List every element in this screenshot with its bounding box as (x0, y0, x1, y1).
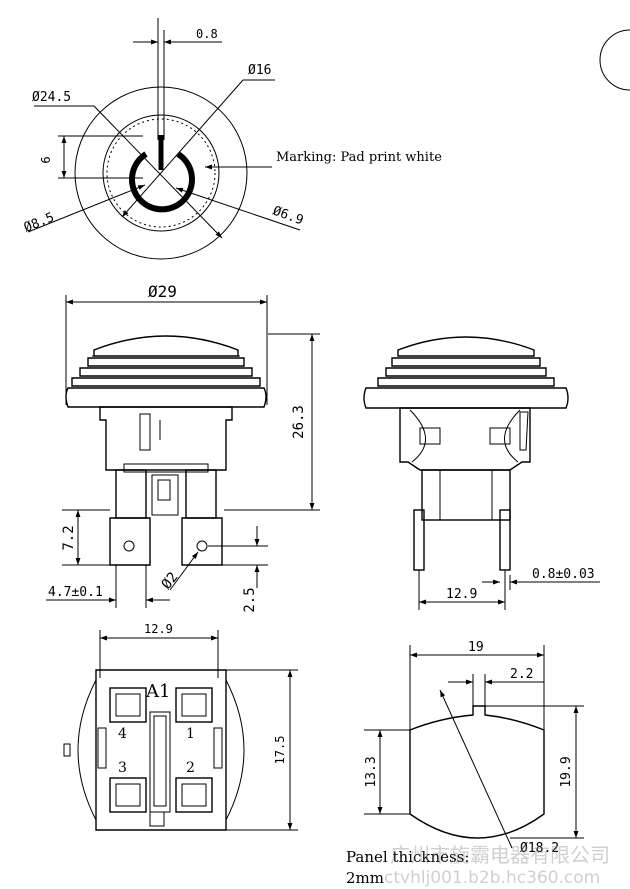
terminal-pad-4 (109, 687, 147, 723)
bezel-flange (65, 387, 267, 408)
dim-7-2: 7.2 (61, 525, 77, 550)
panel-thickness-value: 2mm (346, 869, 384, 887)
dim-phi-24-5: Ø24.5 (32, 90, 71, 105)
terminal-right-housing (185, 469, 217, 519)
dim-2-5: 2.5 (242, 587, 258, 612)
dim-phi-16: Ø16 (248, 63, 271, 78)
front-view: Ø29 26.3 7.2 4.7±0 (46, 282, 320, 613)
bottom-dim-17-5: 17.5 (273, 736, 287, 765)
side-dim-12-9: 12.9 (446, 587, 477, 602)
terminal-label-2: 2 (186, 760, 195, 776)
dim-phi-2: Ø2 (159, 569, 182, 592)
top-view: 0.8 Ø16 Ø24.5 6 Marking: Pad print white… (22, 18, 630, 260)
dim-6: 6 (39, 156, 53, 163)
panel-thickness-note: Panel thickness: (346, 848, 469, 866)
dim-26-3: 26.3 (291, 405, 307, 439)
cutout-dim-phi-18-2: Ø18.2 (520, 841, 559, 856)
watermark: 广州市旋霸电器有限公司 ctvhlj001.b2b.hc360.com (384, 843, 610, 888)
label-a1: A1 (145, 681, 170, 702)
cutout-dim-2-2: 2.2 (510, 667, 533, 682)
inner-hidden-circle (106, 118, 216, 228)
terminal-label-1: 1 (186, 726, 195, 742)
dim-phi-6-9: Ø6.9 (271, 204, 306, 229)
side-view: 12.9 0.8±0.03 (363, 336, 600, 610)
dim-0-8: 0.8 (196, 27, 218, 41)
terminal-pad-3 (109, 777, 147, 813)
inner-circle (102, 114, 220, 232)
dim-phi-29: Ø29 (148, 282, 177, 301)
side-terminal-right (499, 509, 511, 571)
terminal-label-4: 4 (118, 726, 127, 742)
terminal-pad-2 (175, 777, 213, 813)
outer-circle (74, 86, 248, 260)
power-symbol-icon (129, 151, 195, 213)
cutout-dim-19-9: 19.9 (559, 756, 574, 787)
marking-note: Marking: Pad print white (276, 150, 442, 165)
dim-4-7: 4.7±0.1 (48, 585, 103, 600)
cutout-dim-13-3: 13.3 (364, 756, 379, 787)
partial-view-arc (599, 29, 630, 91)
side-dim-0-8: 0.8±0.03 (532, 567, 595, 582)
switch-body (99, 406, 233, 471)
terminal-blade-left (109, 517, 151, 566)
cutout-outline (409, 705, 545, 839)
terminal-pad-1 (175, 687, 213, 723)
cutout-dim-19: 19 (468, 640, 484, 655)
bottom-view: 12.9 A1 4 1 3 2 17.5 (63, 622, 298, 831)
watermark-url: ctvhlj001.b2b.hc360.com (384, 868, 600, 888)
dim-phi-8-5: Ø8.5 (22, 210, 57, 236)
panel-cutout-view: 19 2.2 13.3 19.9 Ø18.2 Panel thickness: … (346, 640, 584, 887)
watermark-company: 广州市旋霸电器有限公司 (390, 843, 610, 867)
bottom-dim-12-9: 12.9 (144, 622, 173, 636)
terminal-label-3: 3 (118, 760, 127, 776)
terminal-left-housing (115, 469, 147, 519)
